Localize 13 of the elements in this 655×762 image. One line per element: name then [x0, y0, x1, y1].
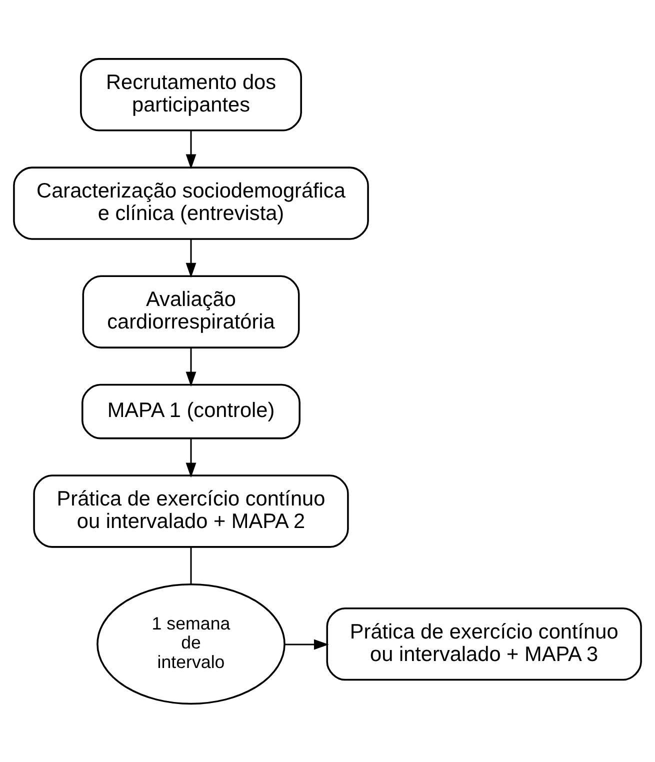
node-box: Caracterização sociodemográfica e clínica (entrevista)	[13, 166, 369, 240]
arrow	[284, 638, 329, 650]
node-box: Avaliação cardiorrespiratória	[82, 274, 300, 348]
node-box: Prática de exercício contínuo ou intervalado + MAPA 3	[326, 606, 642, 680]
arrow	[186, 438, 196, 478]
connector	[190, 547, 192, 584]
arrow	[186, 238, 196, 278]
node-box: Recrutamento dos participantes	[80, 58, 302, 131]
node-box: MAPA 1 (controle)	[82, 383, 300, 439]
arrow	[186, 130, 196, 169]
node-ellipse: 1 semana de intervalo	[96, 583, 286, 704]
arrow	[186, 347, 196, 386]
node-box: Prática de exercício contínuo ou intervalado + MAPA 2	[33, 474, 349, 548]
